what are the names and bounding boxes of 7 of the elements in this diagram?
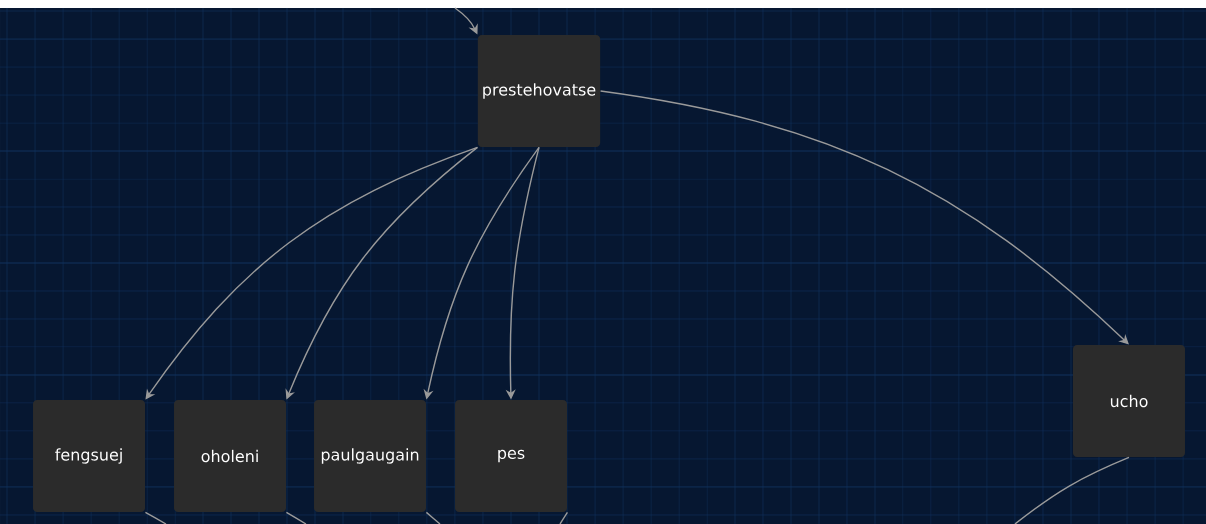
- node-box: fengsuej: [33, 400, 145, 512]
- node-box: ucho: [1073, 345, 1185, 457]
- node-box: prestehovatse: [477, 35, 601, 147]
- node-box: oholeni: [174, 400, 286, 512]
- node-box: pes: [455, 400, 567, 512]
- arrow: [599, 90, 1129, 345]
- node-box: paulgaugain: [314, 400, 426, 512]
